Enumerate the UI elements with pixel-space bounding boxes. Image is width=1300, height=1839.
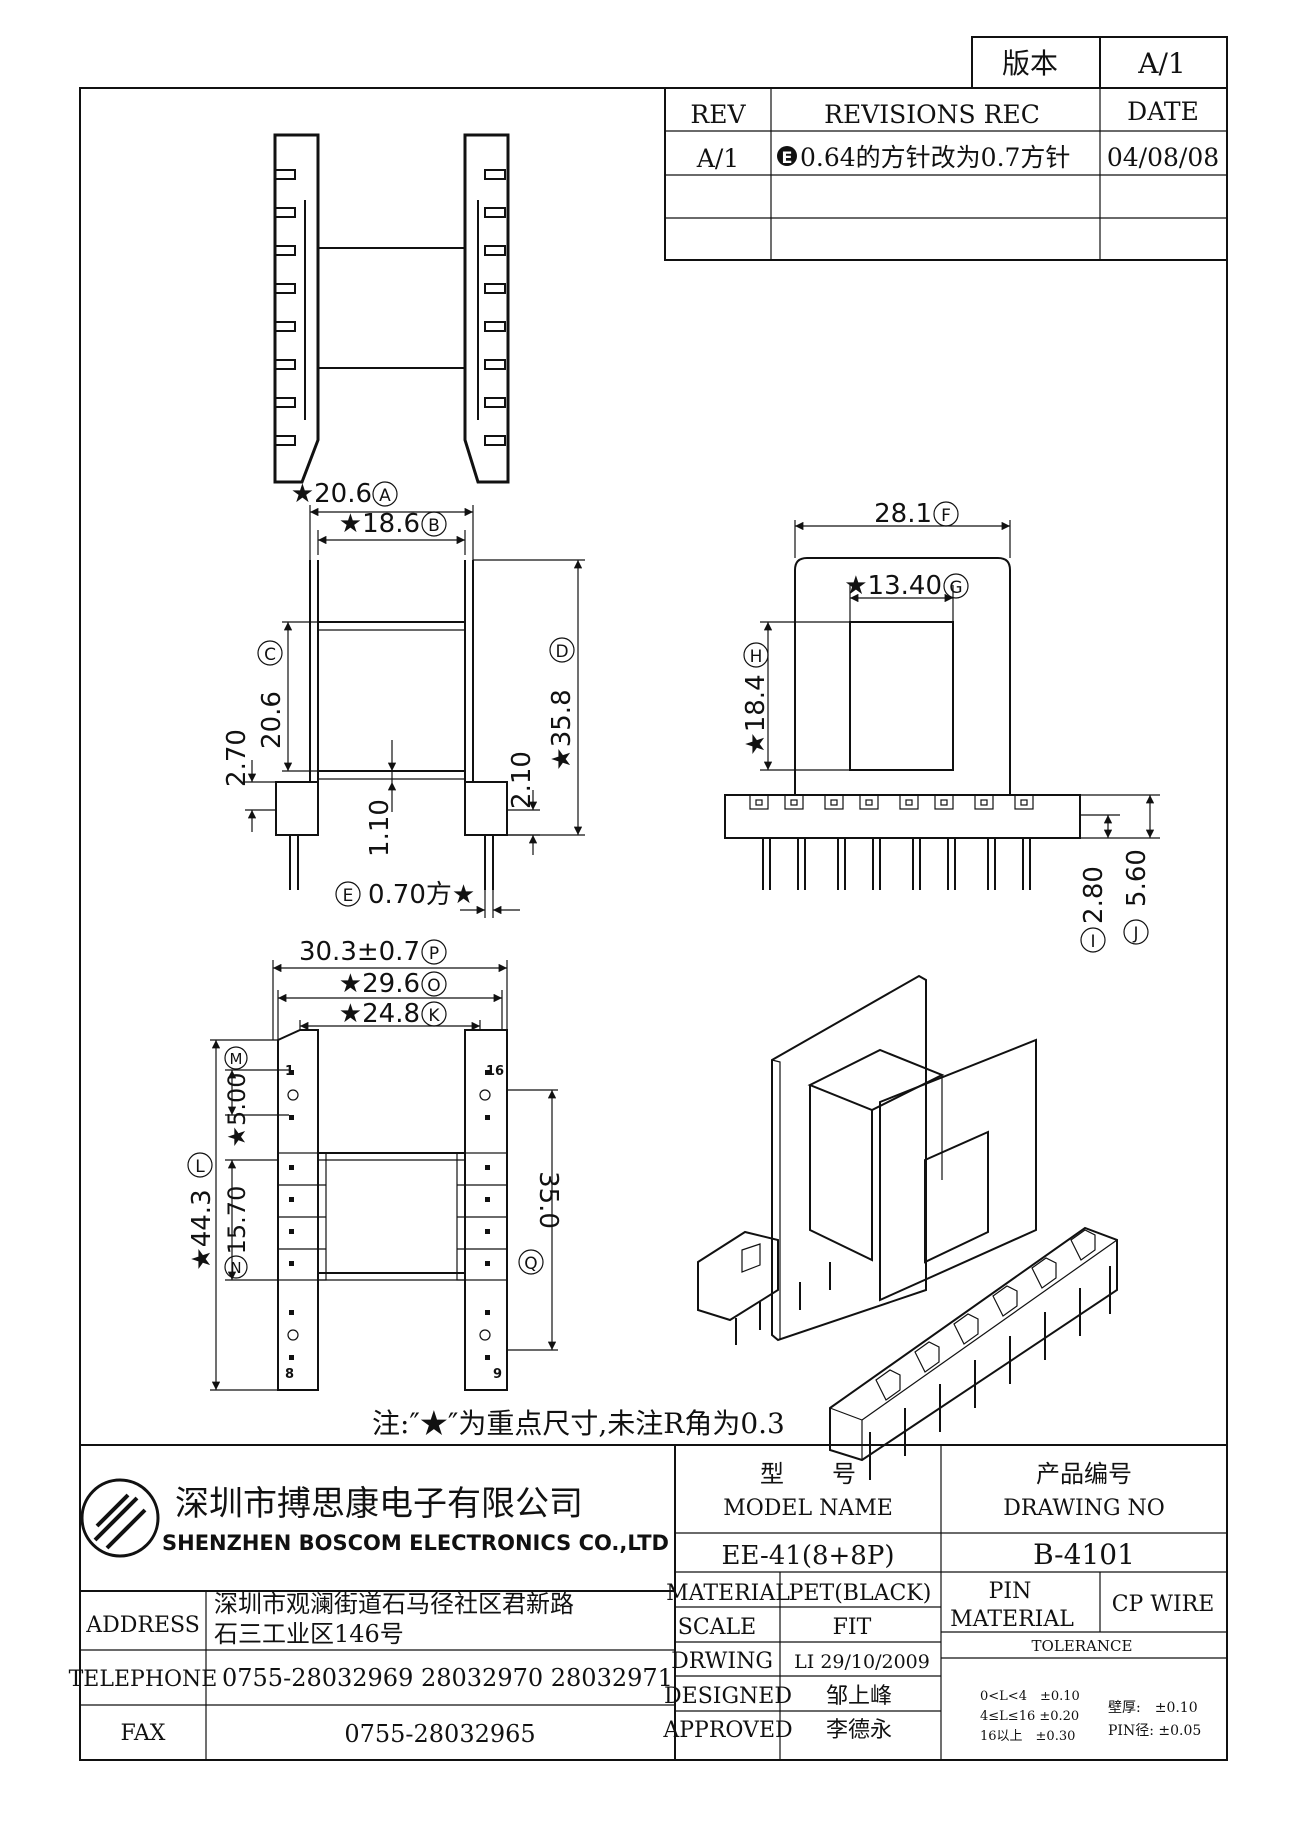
dim-q-text: 35.0 <box>533 1171 563 1229</box>
dim-110-text: 1.10 <box>365 799 395 857</box>
dim-m-text: ★5.00 <box>223 1073 251 1148</box>
address-line-2: 石三工业区146号 <box>214 1620 404 1648</box>
model-label-en: MODEL NAME <box>723 1496 893 1521</box>
material-label: MATERIAL <box>666 1581 790 1606</box>
note-text: 注:″★″为重点尺寸,未注R角为0.3 <box>372 1407 785 1440</box>
dim-e-marker: E <box>343 886 354 906</box>
pin-8-label: 8 <box>285 1367 294 1382</box>
telephone-label: TELEPHONE <box>69 1667 218 1692</box>
drawing-no-label-cn: 产品编号 <box>1036 1460 1132 1488</box>
side-view <box>245 505 585 918</box>
dim-h-marker: H <box>750 647 763 667</box>
dim-c-text: 20.6 <box>257 691 287 749</box>
rev-row-1-rev: A/1 <box>696 144 739 173</box>
rev-header: REV <box>690 100 746 129</box>
dim-l-text: ★44.3 <box>187 1189 217 1270</box>
fax-value: 0755-28032965 <box>344 1720 535 1748</box>
pin-9-label: 9 <box>493 1367 502 1382</box>
dim-f-marker: F <box>941 506 951 526</box>
pin-16-label: 16 <box>486 1064 504 1079</box>
dim-k-marker: K <box>428 1006 440 1026</box>
approved-value: 李德永 <box>826 1718 892 1743</box>
dim-o-marker: O <box>427 976 440 996</box>
dim-j-text: 5.60 <box>1122 849 1152 907</box>
company-name-cn: 深圳市搏思康电子有限公司 <box>175 1484 583 1524</box>
scale-label: SCALE <box>678 1615 756 1640</box>
tolerance-label: TOLERANCE <box>1032 1637 1133 1655</box>
version-label: 版本 <box>1002 47 1058 80</box>
dim-b-marker: B <box>428 516 440 536</box>
dim-n-text: 15.70 <box>223 1186 251 1255</box>
dim-f-text: 28.1 <box>874 499 932 529</box>
material-value: PET(BLACK) <box>789 1581 932 1606</box>
dim-j-marker: J <box>1132 924 1138 944</box>
address-line-1: 深圳市观澜街道石马径社区君新路 <box>214 1590 574 1618</box>
rev-row-1-text: 0.64的方针改为0.7方针 <box>800 143 1070 172</box>
dim-a-marker: A <box>379 486 391 506</box>
dim-b-text: ★18.6 <box>339 509 420 539</box>
tolerance-pin-dia: PIN径: ±0.05 <box>1108 1723 1201 1739</box>
boscom-logo <box>80 1478 160 1558</box>
dim-d-text: ★35.8 <box>547 689 577 770</box>
revisions-rec-header: REVISIONS REC <box>824 100 1040 129</box>
rev-row-1-date: 04/08/08 <box>1107 143 1219 172</box>
front-view <box>724 520 1160 890</box>
dim-c-marker: C <box>264 645 276 665</box>
sheet-border <box>79 87 1228 1761</box>
designed-value: 邹上峰 <box>826 1684 892 1709</box>
bottom-view <box>210 960 558 1391</box>
revision-marker-letter: E <box>782 148 793 167</box>
dim-p-text: 30.3±0.7 <box>299 937 420 967</box>
dim-i-text: 2.80 <box>1079 866 1109 924</box>
dim-l-marker: L <box>195 1157 205 1177</box>
tolerance-wall: 壁厚: ±0.10 <box>1108 1700 1198 1716</box>
drawing-no-label-en: DRAWING NO <box>1003 1496 1165 1521</box>
approved-label: APPROVED <box>662 1718 792 1743</box>
pin-label-line2: MATERIAL <box>950 1607 1074 1632</box>
dim-210-text: 2.10 <box>507 751 537 809</box>
version-box: 版本 A/1 <box>971 36 1228 89</box>
drawing-no-value: B-4101 <box>1033 1538 1135 1571</box>
dim-k-text: ★24.8 <box>339 999 420 1029</box>
isometric-view <box>697 974 1118 1480</box>
dim-g-marker: G <box>949 578 962 598</box>
dim-270-text: 2.70 <box>222 729 252 787</box>
title-block <box>80 1444 1227 1760</box>
dim-o-text: ★29.6 <box>339 969 420 999</box>
drwing-value: LI 29/10/2009 <box>794 1651 930 1673</box>
model-label-cn: 型 号 <box>760 1460 856 1488</box>
dim-g-text: ★13.40 <box>844 571 942 601</box>
pin-value: CP WIRE <box>1112 1592 1215 1617</box>
dim-n-marker: N <box>230 1259 241 1277</box>
revisions-table: REV REVISIONS REC DATE A/1 E 0.64的方针改为0.… <box>664 87 1228 261</box>
pin-label-line1: PIN <box>989 1579 1032 1604</box>
designed-label: DESIGNED <box>664 1684 792 1709</box>
tolerance-row-1: 0<L<4 ±0.10 <box>980 1689 1080 1704</box>
version-value: A/1 <box>1137 47 1185 80</box>
model-value: EE-41(8+8P) <box>722 1541 895 1571</box>
telephone-value: 0755-28032969 28032970 28032971 <box>222 1664 673 1692</box>
dim-e-text: 0.70方★ <box>368 880 475 910</box>
dim-d-marker: D <box>555 642 568 662</box>
revision-marker-circle <box>777 146 797 166</box>
dim-h-text: ★18.4 <box>741 674 771 755</box>
dim-p-marker: P <box>429 944 439 964</box>
top-view <box>273 133 510 484</box>
dim-q-marker: Q <box>524 1254 537 1274</box>
fax-label: FAX <box>121 1721 166 1746</box>
date-header: DATE <box>1127 97 1199 126</box>
company-name-en: SHENZHEN BOSCOM ELECTRONICS CO.,LTD <box>162 1531 669 1555</box>
dim-i-marker: I <box>1090 932 1095 952</box>
tolerance-row-3: 16以上 ±0.30 <box>980 1729 1075 1744</box>
dim-m-marker: M <box>230 1050 243 1068</box>
tolerance-row-2: 4≤L≤16 ±0.20 <box>980 1709 1079 1724</box>
drwing-label: DRWING <box>671 1649 773 1674</box>
pin-1-label: 1 <box>285 1064 294 1079</box>
scale-value: FIT <box>833 1615 872 1640</box>
address-label: ADDRESS <box>85 1613 200 1638</box>
dim-a-text: ★20.6 <box>291 479 372 509</box>
